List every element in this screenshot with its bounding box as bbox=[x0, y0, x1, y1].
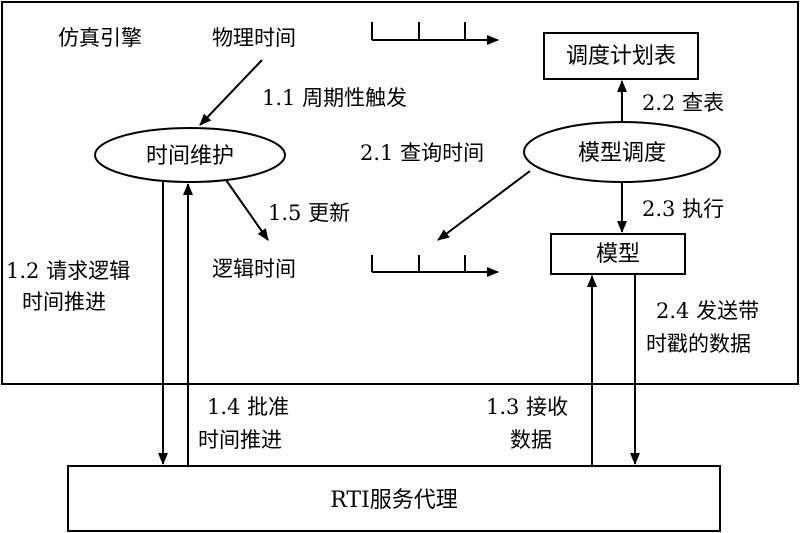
label-2-3: 2.3 执行 bbox=[642, 197, 724, 221]
model-scheduling-label: 模型调度 bbox=[578, 141, 666, 166]
label-1-3-a: 1.3 接收 bbox=[486, 395, 568, 419]
model-box bbox=[550, 233, 686, 275]
label-1-5: 1.5 更新 bbox=[268, 201, 350, 225]
time-maintenance-node bbox=[94, 127, 286, 183]
engine-title: 仿真引擎 bbox=[58, 26, 142, 50]
rti-agent-label: RTI服务代理 bbox=[330, 488, 458, 513]
label-1-2-b: 时间推进 bbox=[22, 290, 106, 314]
engine-boundary bbox=[1, 1, 799, 385]
label-2-4-a: 2.4 发送带 bbox=[656, 299, 759, 323]
time-maintenance-label: 时间维护 bbox=[146, 144, 234, 169]
label-2-4-b: 时戳的数据 bbox=[646, 332, 751, 356]
arrow-1-5 bbox=[225, 179, 269, 241]
label-1-4-b: 时间推进 bbox=[198, 428, 282, 452]
label-1-3-b: 数据 bbox=[510, 428, 552, 452]
label-1-2-a: 1.2 请求逻辑 bbox=[6, 259, 130, 283]
physical-time-label: 物理时间 bbox=[212, 26, 296, 50]
logical-time-axis bbox=[371, 255, 499, 277]
label-1-1: 1.1 周期性触发 bbox=[262, 86, 407, 110]
arrow-2-1 bbox=[437, 170, 531, 241]
label-1-4-a: 1.4 批准 bbox=[207, 395, 289, 419]
label-2-2: 2.2 查表 bbox=[642, 91, 724, 115]
model-label: 模型 bbox=[596, 242, 640, 267]
schedule-table-label: 调度计划表 bbox=[566, 44, 676, 69]
label-2-1: 2.1 查询时间 bbox=[360, 141, 484, 165]
rti-agent-box bbox=[67, 465, 721, 532]
arrow-1-1 bbox=[199, 59, 263, 126]
logical-time-label: 逻辑时间 bbox=[212, 257, 296, 281]
schedule-table-box bbox=[543, 32, 699, 80]
physical-time-axis bbox=[371, 22, 499, 45]
